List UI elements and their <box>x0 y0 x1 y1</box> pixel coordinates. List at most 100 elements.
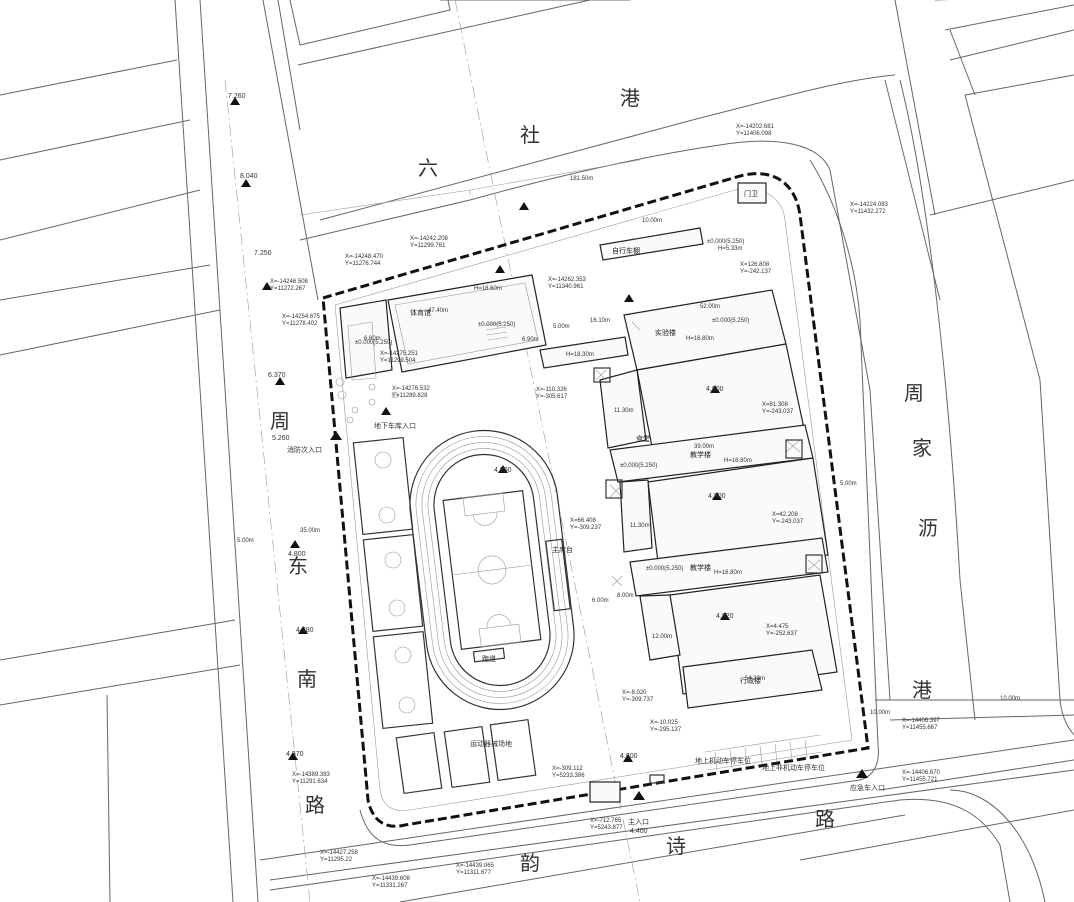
road-west-char-4: 路 <box>305 793 325 817</box>
dim-height-teaching-3: H=16.80m <box>714 570 742 576</box>
elevation-west-7: 7.260 <box>228 93 246 100</box>
coord-se1-x: X=-14406.397 <box>902 718 941 724</box>
bb-circle-3a <box>394 646 412 664</box>
south-road-edge-7 <box>799 809 1074 861</box>
ne-parcel-1 <box>894 0 936 216</box>
east-gate-arrow <box>856 769 868 778</box>
road-east-lower-char: 港 <box>912 678 932 702</box>
basketball-court-1 <box>352 436 414 536</box>
dim-gap-2: 12.00m <box>652 634 672 640</box>
elev-marker-h <box>288 752 298 760</box>
roof-cross-marks <box>595 369 821 587</box>
coord-podium-y: Y=-309.237 <box>570 525 602 531</box>
road-east-char-2: 家 <box>912 436 932 460</box>
court-b <box>443 725 491 789</box>
dim-gap-1: 6.00m <box>592 598 609 604</box>
coord-lab-x: X=126.808 <box>740 262 770 268</box>
ramp-label: 地下车库入口 <box>374 421 416 430</box>
north-parcel-1 <box>289 0 451 46</box>
elev-marker-d <box>712 492 722 500</box>
elevation-teaching-3: 4.820 <box>716 613 734 620</box>
elevation-labels: 4.800 4.800 4.800 4.820 4.800 4.380 4.37… <box>228 93 749 835</box>
south-gate-label: 主入口 <box>628 817 649 826</box>
lab-label: 实验楼 <box>655 328 676 337</box>
parking-lines <box>704 734 823 771</box>
south-road-edge-8 <box>399 814 906 902</box>
track-label-box <box>472 647 506 663</box>
elevation-teaching-4-floor: ±0.000(5.250) <box>620 463 657 469</box>
ne-parcel-6 <box>884 79 941 301</box>
stair-block-1 <box>599 369 647 449</box>
parcel-edge-g <box>0 664 241 706</box>
west-annex-inner <box>347 321 377 381</box>
east-road-edge-2 <box>899 79 976 721</box>
link-corridor <box>539 336 629 369</box>
coord-s3-x: X=-14439.608 <box>372 876 411 882</box>
elev-marker-c <box>710 385 720 393</box>
teaching-3-label: 教学楼 <box>690 563 711 572</box>
coord-annex-y: Y=11299.504 <box>380 358 416 364</box>
coord-s1-x: X=-14427.258 <box>320 850 359 856</box>
road-west-char-3: 南 <box>297 667 317 691</box>
admin-building <box>682 649 823 709</box>
elevation-west-1: 4.800 <box>288 551 306 558</box>
basketball-court-3 <box>372 630 434 730</box>
elev-marker-a <box>624 294 634 302</box>
dim-west-road-width: 35.00m <box>300 528 320 534</box>
parcel-edge-f <box>0 619 236 661</box>
ne-parcel-4 <box>949 29 1074 61</box>
road-south-char-1: 诗 <box>666 834 686 858</box>
coord-nw-x: X=-14248.470 <box>345 254 384 260</box>
dim-east-road-1: 10.00m <box>1000 696 1020 702</box>
coord-track-n-x: X=-110.326 <box>536 387 567 393</box>
teaching-4-label: 教学楼 <box>690 450 711 459</box>
bb-circle-2a <box>384 551 402 569</box>
ne-parcel-5 <box>964 74 1074 96</box>
south-road-edge-2 <box>269 769 1074 881</box>
east-road-edge-4 <box>889 714 1074 721</box>
lab-roof-corner <box>631 321 641 331</box>
cafeteria-label: 食堂 <box>636 434 650 443</box>
dim-gap-5: 5.00m <box>553 324 570 330</box>
ne-parcel-8 <box>949 29 976 96</box>
west-road-edge-1 <box>174 0 234 902</box>
dim-height-shed: H=5.33m <box>718 246 743 252</box>
podium-label: 主席台 <box>552 545 573 554</box>
elevation-south-gate: 4.400 <box>630 828 648 835</box>
coord-e-x: X=-14224.083 <box>850 202 889 208</box>
coord-s4-y: Y=5243.877 <box>590 825 623 831</box>
outdoor-area-label: 运动器械场地 <box>470 739 512 748</box>
dim-stair-1: 11.30m <box>614 408 634 414</box>
parcel-edge-d <box>0 264 211 301</box>
bike-shed <box>599 227 704 261</box>
elev-marker-b <box>498 465 508 473</box>
west-road-edge-2 <box>199 0 259 902</box>
coord-annex-x: X=-14275.251 <box>380 351 419 357</box>
parking-area <box>649 734 823 784</box>
elev-marker-o <box>519 202 529 210</box>
coord-ne-y: Y=11406.098 <box>736 131 772 137</box>
teaching-building-3 <box>629 537 829 597</box>
elevation-cafeteria: 4.800 <box>706 386 724 393</box>
coord-w2-x: X=-14254.675 <box>282 314 321 320</box>
ne-parcel-10 <box>1039 379 1061 701</box>
elevation-west-2: 4.380 <box>296 627 314 634</box>
road-east-char-1: 周 <box>904 381 924 405</box>
north-road-edge-3 <box>469 144 721 201</box>
elev-marker-n <box>275 377 285 385</box>
gym-label: 体育馆 <box>410 308 431 317</box>
elevation-west-gate: 5.260 <box>272 435 290 442</box>
west-road-edge-4 <box>277 0 301 131</box>
basketball-court-2 <box>362 533 424 633</box>
elev-marker-l <box>241 179 251 187</box>
trees <box>335 377 399 424</box>
coord-podium-x: X=66.408 <box>570 518 597 524</box>
parcel-edge-c <box>0 189 201 241</box>
admin-label: 行政楼 <box>740 676 761 685</box>
dim-annex: 6.80m <box>364 336 381 342</box>
centerline-2 <box>224 79 311 902</box>
coord-t4-x: X=42.208 <box>772 512 799 518</box>
bb-circle-1b <box>378 506 396 524</box>
elevation-west-6: 8.040 <box>240 173 258 180</box>
